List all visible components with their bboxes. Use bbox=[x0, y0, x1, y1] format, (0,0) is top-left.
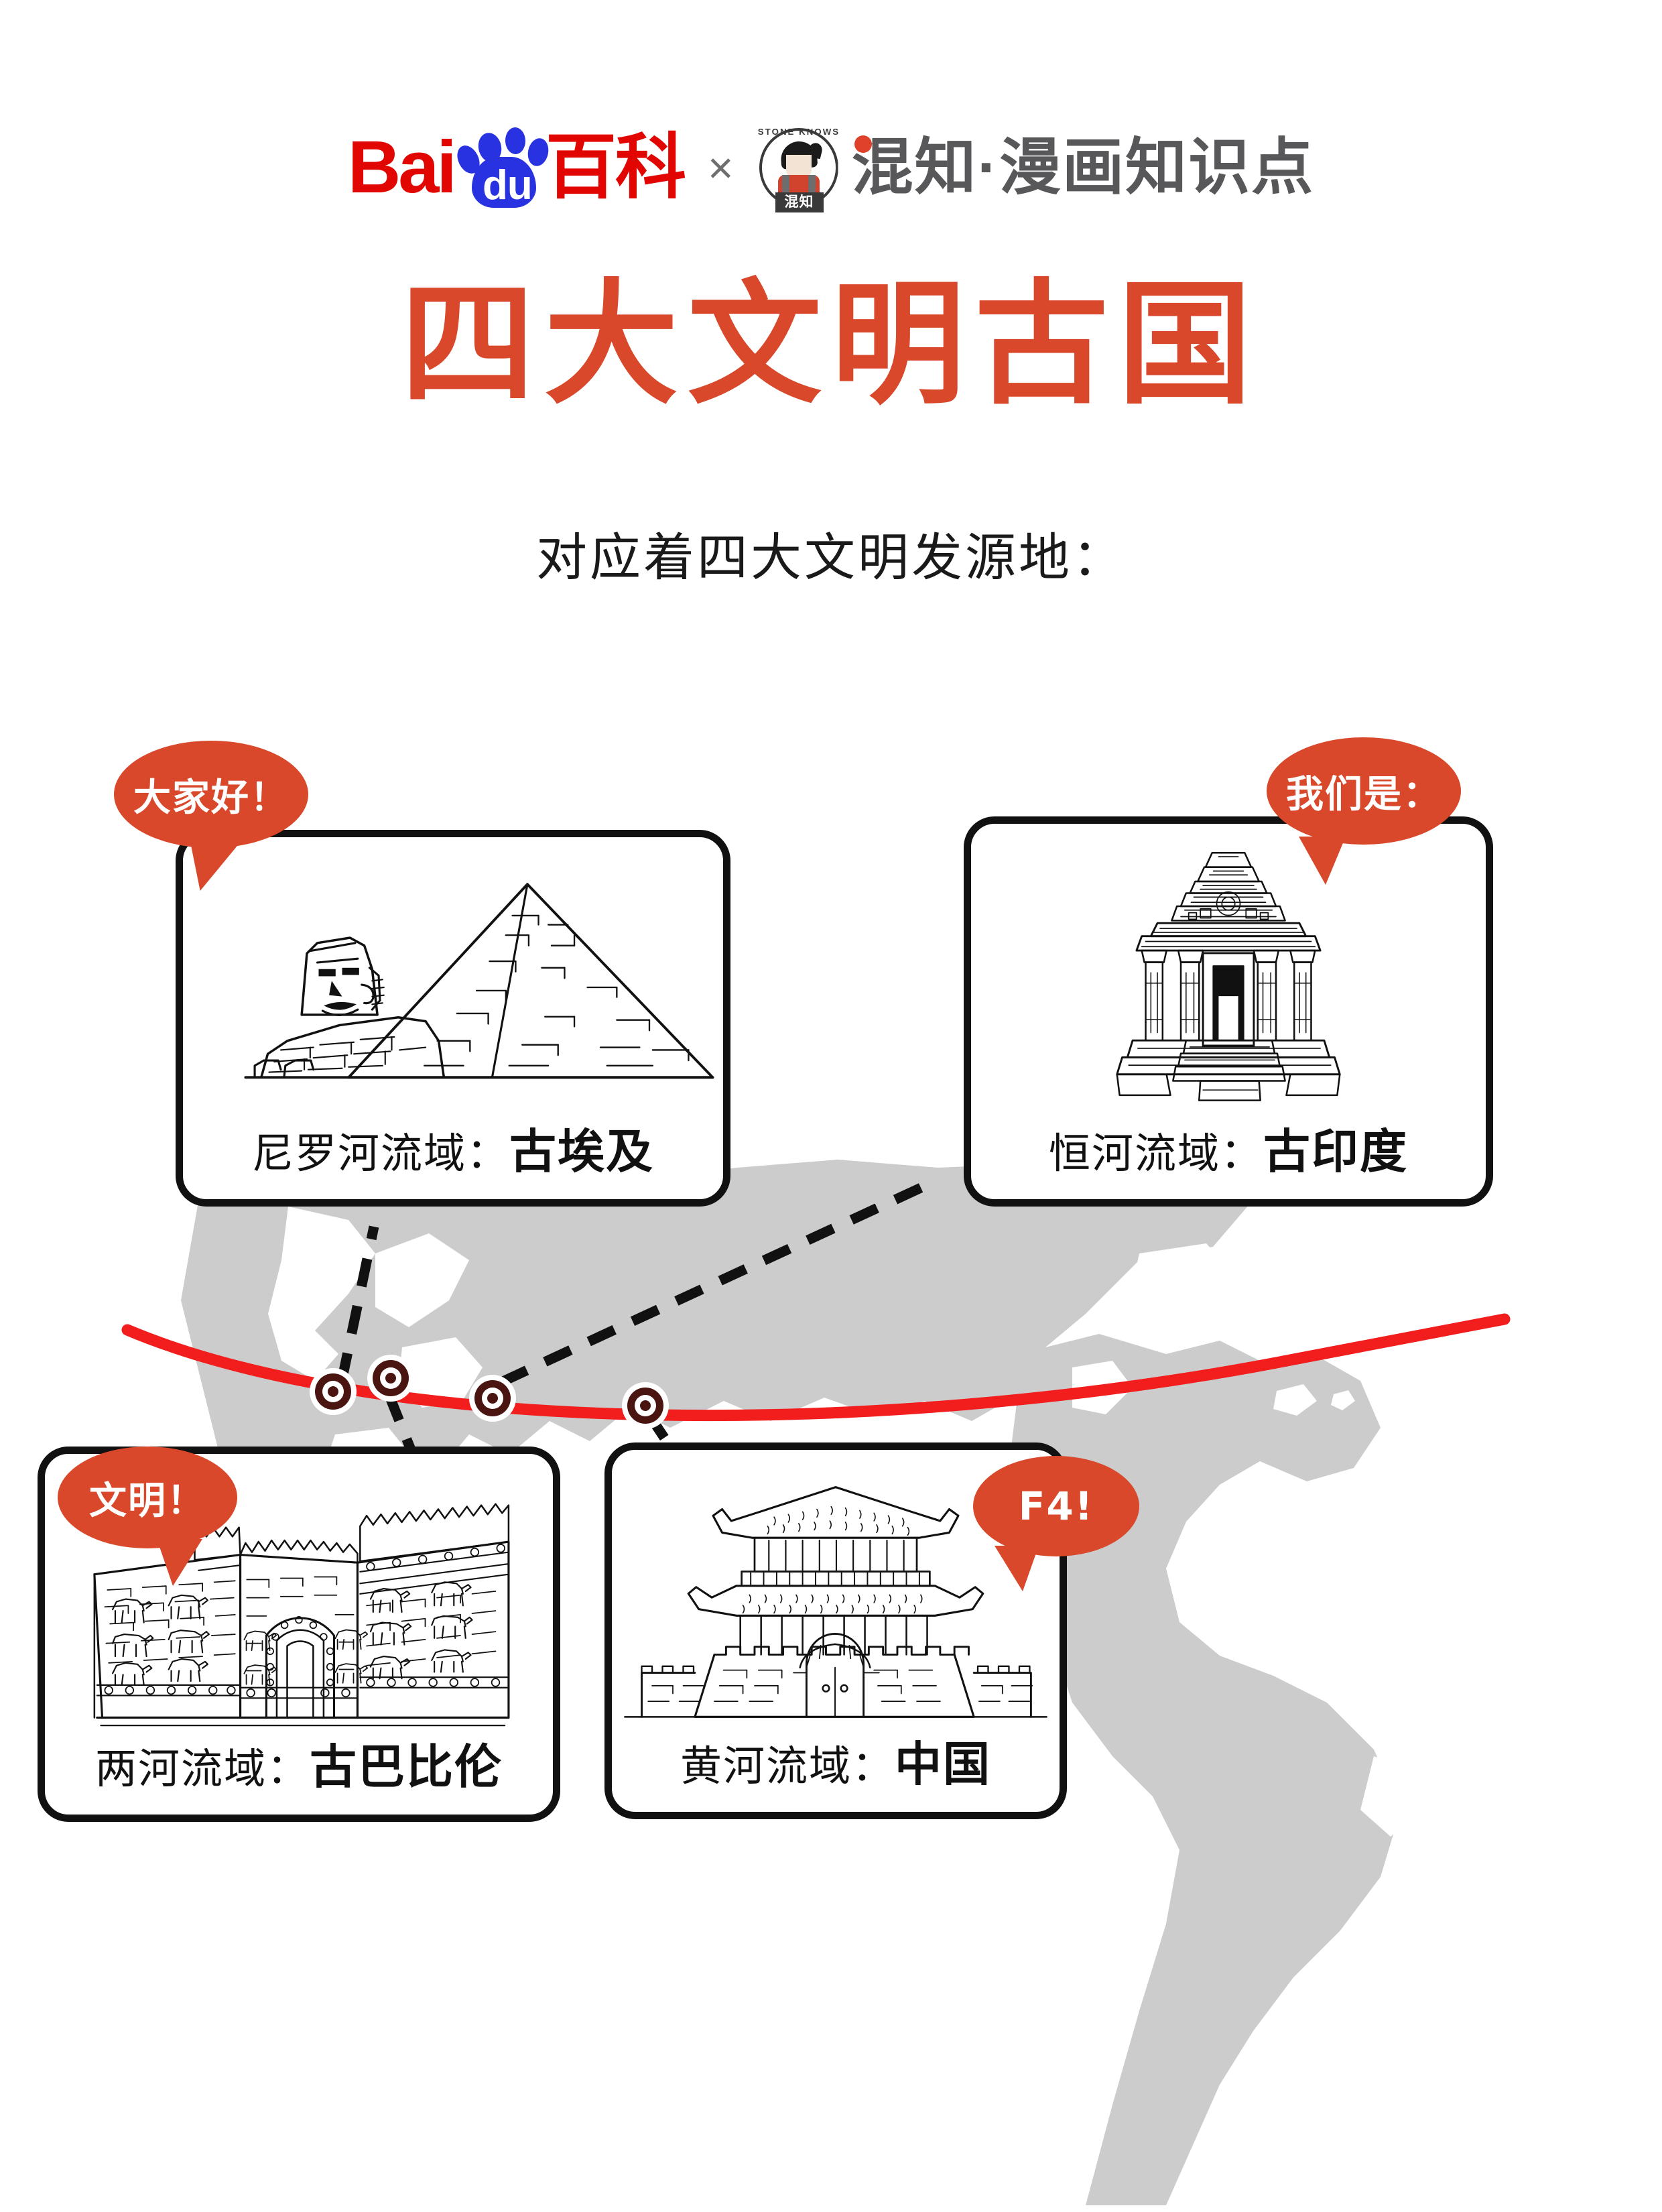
speech-bubble-egypt-tail bbox=[182, 840, 243, 891]
baidu-baike-cn: 百科 bbox=[546, 128, 686, 207]
pyramid-sphinx-sketch bbox=[244, 883, 714, 1079]
caption-name-china: 中国 bbox=[895, 1737, 991, 1792]
caption-name-egypt: 古埃及 bbox=[509, 1124, 654, 1179]
baidu-baike-logo[interactable]: Bai du 百科 bbox=[347, 126, 686, 208]
india-marker[interactable] bbox=[469, 1375, 516, 1422]
speech-bubble-egypt-text: 大家好！ bbox=[133, 776, 289, 820]
speech-bubble-egypt: 大家好！ bbox=[114, 741, 308, 891]
caption-china: 黄河流域：中国 bbox=[612, 1727, 1060, 1794]
egypt-marker[interactable] bbox=[310, 1368, 357, 1415]
caption-region-babylon: 两河流域： bbox=[94, 1744, 310, 1793]
caption-name-babylon: 古巴比伦 bbox=[310, 1739, 503, 1794]
baidu-paw-label: du bbox=[483, 162, 533, 208]
connector-india bbox=[499, 1175, 941, 1387]
speech-bubble-china-tail bbox=[995, 1546, 1039, 1591]
card-egypt[interactable]: 尼罗河流域：古埃及 bbox=[176, 830, 730, 1207]
speech-bubble-babylon: 文明！ bbox=[58, 1447, 237, 1586]
speech-bubble-babylon-text: 文明！ bbox=[89, 1479, 206, 1523]
baidu-latin-text: Bai bbox=[347, 126, 457, 208]
caption-name-india: 古印度 bbox=[1263, 1124, 1408, 1179]
world-map-silhouette bbox=[181, 1160, 1401, 2205]
brand-red-dot-icon bbox=[854, 135, 872, 153]
connector-egypt bbox=[336, 1225, 379, 1382]
caption-region-egypt: 尼罗河流域： bbox=[251, 1129, 509, 1178]
stone-knows-badge-icon: STONE KNOWS 混知 bbox=[757, 125, 841, 212]
caption-region-china: 黄河流域： bbox=[680, 1741, 895, 1790]
speech-bubble-china: F4! bbox=[973, 1456, 1139, 1591]
badge-word: 混知 bbox=[775, 192, 824, 212]
speech-bubble-india-text: 我们是： bbox=[1286, 772, 1442, 816]
babylon-marker[interactable] bbox=[367, 1355, 414, 1402]
caption-region-india: 恒河流域： bbox=[1048, 1129, 1263, 1178]
ishtar-gate-sketch bbox=[93, 1503, 510, 1727]
map-markers[interactable] bbox=[310, 1355, 669, 1429]
page-subtitle: 对应着四大文明发源地： bbox=[536, 528, 1126, 587]
speech-bubble-india: 我们是： bbox=[1267, 737, 1461, 885]
china-marker[interactable] bbox=[622, 1382, 669, 1429]
caption-egypt: 尼罗河流域：古埃及 bbox=[183, 1114, 723, 1182]
baidu-paw-icon: du bbox=[452, 127, 552, 208]
card-india[interactable]: 恒河流域：古印度 bbox=[964, 816, 1493, 1207]
caption-india: 恒河流域：古印度 bbox=[971, 1114, 1486, 1182]
cross-icon: × bbox=[708, 143, 734, 192]
page-title: 四大文明古国 bbox=[400, 267, 1261, 423]
speech-bubble-india-tail bbox=[1299, 837, 1346, 885]
chinese-city-gate-sketch bbox=[624, 1486, 1047, 1718]
speech-bubble-babylon-tail bbox=[157, 1539, 202, 1586]
partner-brand-label: 混知·漫画知识点 bbox=[851, 133, 1315, 202]
card-babylon[interactable]: 两河流域：古巴比伦 bbox=[38, 1447, 560, 1822]
brand-header: Bai du 百科 × STONE KNOWS 混知 混知·漫画知识点 bbox=[0, 101, 1662, 235]
caption-babylon: 两河流域：古巴比伦 bbox=[45, 1729, 553, 1797]
speech-bubble-china-text: F4! bbox=[1018, 1483, 1094, 1529]
partner-brand-text: 混知·漫画知识点 bbox=[852, 135, 1315, 198]
hindu-temple-sketch bbox=[1116, 851, 1341, 1101]
